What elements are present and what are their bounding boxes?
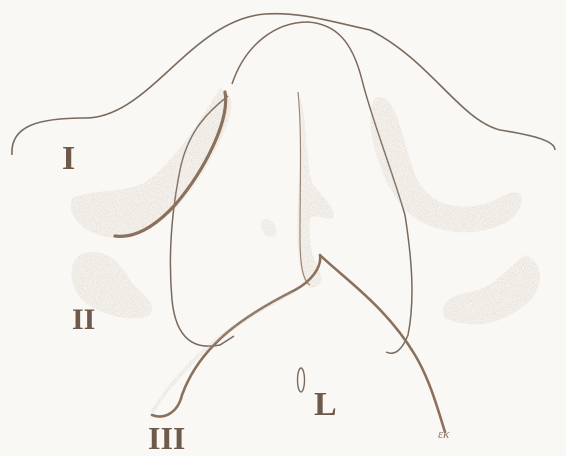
stippled-structure-I-right: [370, 97, 521, 232]
label-III: III: [148, 422, 185, 454]
outer-outline: [12, 14, 555, 155]
stippled-structure-II-right: [443, 255, 540, 324]
artist-signature: εκ: [438, 427, 449, 440]
small-oval-structure: [298, 368, 305, 392]
label-I: I: [62, 142, 75, 176]
label-II: II: [72, 305, 95, 335]
stippled-structure-I-left: [71, 88, 232, 238]
label-L: L: [314, 388, 337, 422]
